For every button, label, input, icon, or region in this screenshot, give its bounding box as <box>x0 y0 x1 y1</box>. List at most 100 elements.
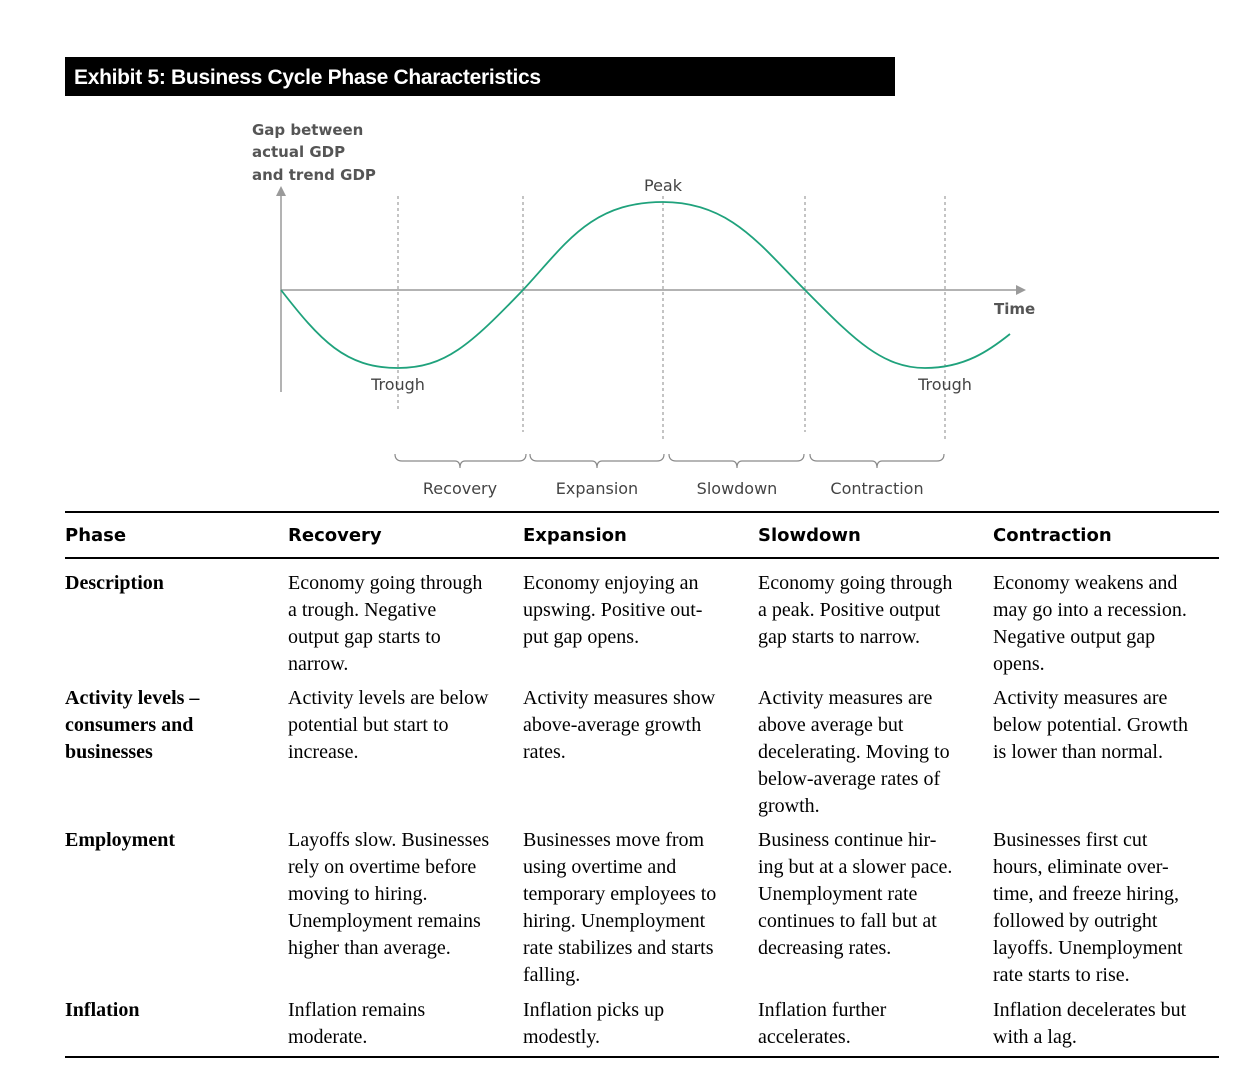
cell-line: Economy weakens and <box>993 572 1178 594</box>
x-axis-arrow-icon <box>1016 285 1026 295</box>
cell-line: Activity measures show <box>523 687 716 709</box>
cell-line: may go into a recession. <box>993 599 1187 621</box>
cell-line: gap starts to narrow. <box>758 626 920 648</box>
cell-line: upswing. Positive out- <box>523 599 703 621</box>
cell-line: rates. <box>523 741 566 763</box>
cell-line: above-average growth <box>523 714 702 736</box>
cell-line: Activity measures are <box>758 687 933 709</box>
cell-line: continues to fall but at <box>758 910 937 932</box>
cell-line: narrow. <box>288 653 349 675</box>
y-axis-label-line3: and trend GDP <box>252 166 376 184</box>
brace-contraction <box>809 453 945 469</box>
header-recovery: Recovery <box>288 525 382 546</box>
row-label: Activity levels – consumers and businesses <box>65 685 199 766</box>
expansion-cell: Economy enjoying an upswing. Positive out… <box>523 570 702 651</box>
brace-slowdown <box>668 453 805 469</box>
cell-line: growth. <box>758 795 820 817</box>
cell-line: hiring. Unemployment <box>523 910 706 932</box>
header-slowdown: Slowdown <box>758 525 861 546</box>
exhibit-title: Exhibit 5: Business Cycle Phase Characte… <box>65 57 895 96</box>
header-expansion: Expansion <box>523 525 627 546</box>
cell-line: falling. <box>523 964 581 986</box>
cell-line: decelerating. Moving to <box>758 741 950 763</box>
cell-line: below-average rates of <box>758 768 941 790</box>
cell-line: time, and freeze hiring, <box>993 883 1180 905</box>
cell-line: layoffs. Unemployment <box>993 937 1183 959</box>
cell-line: hours, eliminate over- <box>993 856 1169 878</box>
cell-line: businesses <box>65 741 153 763</box>
cell-line: Inflation <box>65 999 140 1021</box>
cell-line: above average but <box>758 714 904 736</box>
cell-line: Activity levels are below <box>288 687 489 709</box>
cell-line: potential but start to <box>288 714 449 736</box>
cell-line: Employment <box>65 829 175 851</box>
cell-line: rate starts to rise. <box>993 964 1130 986</box>
y-axis <box>276 186 286 392</box>
slowdown-cell: Business continue hir-ing but at a slowe… <box>758 827 952 962</box>
y-axis-arrow-icon <box>276 186 286 196</box>
cell-line: Negative output gap <box>993 626 1156 648</box>
table-bottom-rule <box>65 1056 1219 1058</box>
cell-line: temporary employees to <box>523 883 717 905</box>
x-axis-label: Time <box>994 300 1035 318</box>
expansion-cell: Activity measures show above-average grow… <box>523 685 715 766</box>
contraction-cell: Economy weakens and may go into a recessi… <box>993 570 1187 678</box>
cell-line: Economy enjoying an <box>523 572 699 594</box>
cell-line: opens. <box>993 653 1045 675</box>
cell-line: Businesses move from <box>523 829 705 851</box>
cell-line: Inflation remains <box>288 999 426 1021</box>
cell-line: Economy going through <box>288 572 483 594</box>
cell-line: put gap opens. <box>523 626 640 648</box>
cell-line: Description <box>65 572 164 594</box>
row-label: Inflation <box>65 997 139 1024</box>
cell-line: accelerates. <box>758 1026 851 1048</box>
phase-label-slowdown: Slowdown <box>697 479 778 498</box>
cell-line: a trough. Negative <box>288 599 437 621</box>
peak-label: Peak <box>644 176 683 195</box>
phase-braces <box>394 453 945 469</box>
cell-line: Unemployment rate <box>758 883 918 905</box>
row-label: Employment <box>65 827 175 854</box>
cell-line: modestly. <box>523 1026 601 1048</box>
slowdown-cell: Activity measures are above average but de… <box>758 685 950 820</box>
cell-line: is lower than normal. <box>993 741 1163 763</box>
header-contraction: Contraction <box>993 525 1112 546</box>
cell-line: below potential. Growth <box>993 714 1188 736</box>
cell-line: output gap starts to <box>288 626 441 648</box>
cell-line: Inflation further <box>758 999 887 1021</box>
phase-label-contraction: Contraction <box>830 479 923 498</box>
table-top-rule <box>65 511 1219 513</box>
table-header-rule <box>65 557 1219 559</box>
cell-line: ing but at a slower pace. <box>758 856 953 878</box>
cell-line: rely on overtime before <box>288 856 477 878</box>
cell-line: Economy going through <box>758 572 953 594</box>
header-phase: Phase <box>65 525 127 546</box>
cell-line: higher than average. <box>288 937 451 959</box>
x-axis <box>281 285 1026 295</box>
cell-line: moderate. <box>288 1026 368 1048</box>
cell-line: Inflation picks up <box>523 999 665 1021</box>
cell-line: Activity levels – <box>65 687 200 709</box>
cell-line: decreasing rates. <box>758 937 892 959</box>
slowdown-cell: Inflation further accelerates. <box>758 997 886 1051</box>
cell-line: consumers and <box>65 714 194 736</box>
cell-line: Business continue hir- <box>758 829 937 851</box>
cell-line: followed by outright <box>993 910 1158 932</box>
cell-line: rate stabilizes and starts <box>523 937 714 959</box>
trough-left-label: Trough <box>370 375 425 394</box>
y-axis-label-line2: actual GDP <box>252 143 345 161</box>
cell-line: Unemployment remains <box>288 910 481 932</box>
trough-right-label: Trough <box>917 375 972 394</box>
brace-expansion <box>529 453 665 469</box>
recovery-cell: Inflation remains moderate. <box>288 997 425 1051</box>
phase-dividers <box>397 196 946 442</box>
phase-label-recovery: Recovery <box>423 479 497 498</box>
y-axis-label-line1: Gap between <box>252 121 363 139</box>
brace-recovery <box>394 453 527 469</box>
